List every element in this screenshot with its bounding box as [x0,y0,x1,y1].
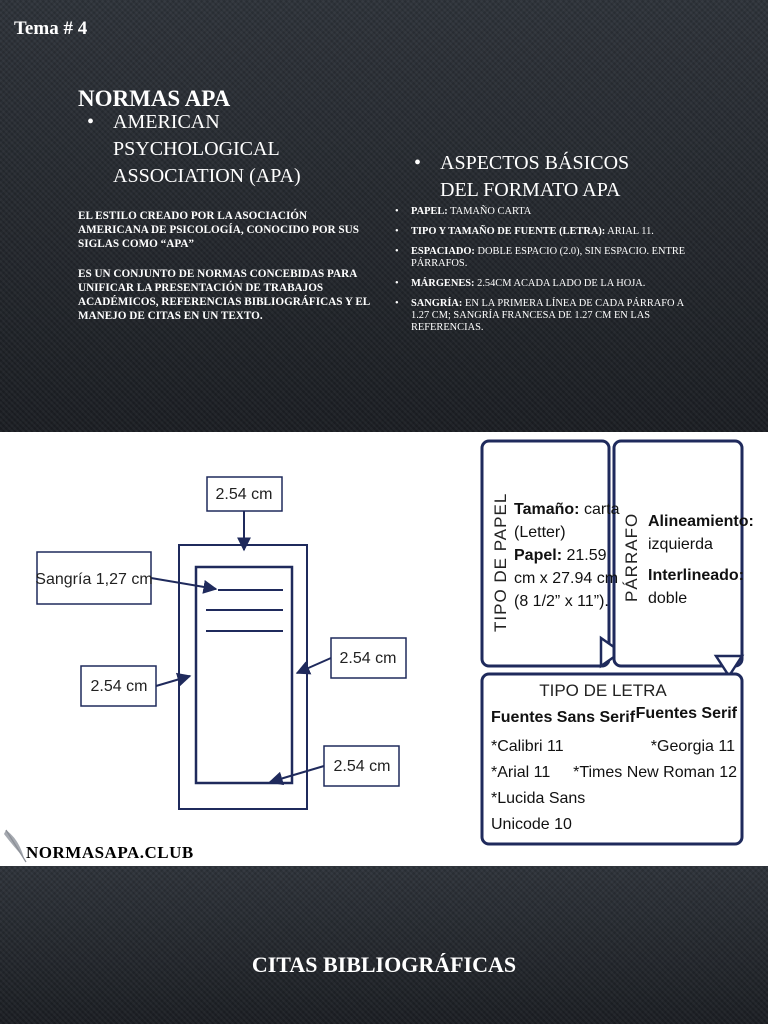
aspecto-label: SANGRÍA: [411,298,463,309]
papel-arrow-icon [599,635,624,669]
aspectos-list: • PAPEL: TAMAÑO CARTA • TIPO Y TAMAÑO DE F… [395,206,695,342]
bullet-dot-icon: • [87,111,95,133]
bullet-dot-icon: • [395,298,399,309]
aspecto-text: EN LA PRIMERA LÍNEA DE CADA PÁRRAFO A 1.… [411,298,684,333]
apa-bullet: • AMERICAN PSYCHOLOGICAL ASSOCIATION (AP… [87,109,301,190]
apa-bullet-line: PSYCHOLOGICAL [113,138,280,160]
aspecto-text: TAMAÑO CARTA [450,206,532,217]
aspecto-label: TIPO Y TAMAÑO DE FUENTE (LETRA): [411,226,606,237]
aspecto-item: • ESPACIADO: DOBLE ESPACIO (2.0), SIN ESP… [395,246,695,270]
aspecto-text: 2.54CM ACADA LADO DE LA HOJA. [477,278,646,289]
aspecto-text: ARIAL 11. [607,226,654,237]
left-margin-label: 2.54 cm [91,678,148,695]
page-margin-diagram [36,476,407,810]
bullet-dot-icon: • [395,206,399,217]
papel-line: Tamaño: carta [514,501,620,518]
alineamiento-value: izquierda [648,536,713,553]
tipo-letra-title: TIPO DE LETRA [539,681,667,700]
citas-bibliograficas-title: CITAS BIBLIOGRÁFICAS [251,952,517,977]
apa-definition-2: ES UN CONJUNTO DE NORMAS CONCEBIDAS PARA… [78,268,370,322]
sans-serif-header: Fuentes Sans Serif [491,709,636,726]
page-outline [178,544,308,810]
quill-logo-icon [4,829,27,863]
serif-header: Fuentes Serif [636,705,738,722]
sans-font-item: Unicode 10 [491,816,572,833]
right-margin-label: 2.54 cm [340,650,397,667]
sans-font-item: *Arial 11 [491,764,550,781]
info-boxes [480,439,745,846]
bullet-dot-icon: • [395,226,399,237]
apa-bullet-line: AMERICAN [113,111,220,133]
bullet-dot-icon: • [395,278,399,289]
interlineado-value: doble [648,590,687,607]
sangria-label: Sangría 1,27 cm [35,571,152,588]
left-margin-arrow [155,672,192,687]
aspecto-item: • SANGRÍA: EN LA PRIMERA LÍNEA DE CADA PÁ… [395,298,695,334]
tamano-value: carta [584,501,620,518]
aspecto-item: • TIPO Y TAMAÑO DE FUENTE (LETRA): ARIAL … [395,226,695,238]
tamano-label: Tamaño: [514,501,579,518]
papel-box [480,439,611,668]
bottom-margin-arrow [268,765,325,786]
aspectos-heading-line: ASPECTOS BÁSICOS [440,152,630,174]
tema-label: Tema # 4 [14,18,88,39]
aspecto-item: • PAPEL: TAMAÑO CARTA [395,206,695,218]
apa-definition-1: EL ESTILO CREADO POR LA ASOCIACIÓN AMERI… [78,210,359,250]
apa-bullet-line: ASSOCIATION (APA) [113,165,301,187]
sans-font-item: *Lucida Sans [491,790,585,807]
normas-apa-title: NORMAS APA [78,86,231,111]
aspecto-text: DOBLE ESPACIO (2.0), SIN ESPACIO. ENTRE … [411,246,686,269]
aspecto-item: • MÁRGENES: 2.54CM ACADA LADO DE LA HOJA. [395,278,695,290]
sans-font-item: *Calibri 11 [491,738,564,755]
letra-box [480,672,744,846]
tipo-papel-title: TIPO DE PAPEL [491,493,510,632]
aspectos-heading-line: DEL FORMATO APA [440,179,621,201]
bullet-dot-icon: • [395,246,399,257]
bottom-margin-label: 2.54 cm [334,758,391,775]
aspecto-label: ESPACIADO: [411,246,475,257]
papel-line: (8 1/2” x 11”). [514,593,609,610]
top-margin-label: 2.54 cm [216,486,273,503]
top-slide [0,0,768,432]
aspectos-heading: • ASPECTOS BÁSICOS DEL FORMATO APA [414,150,630,204]
bullet-dot-icon: • [414,152,422,174]
aspecto-label: MÁRGENES: [411,278,475,289]
papel-line: (Letter) [514,524,566,541]
right-margin-arrow [295,657,332,675]
papel-line: cm x 27.94 cm [514,570,618,587]
parrafo-box [612,439,744,668]
format-diagram: 2.54 cm Sangría 1,27 cm 2.54 cm 2.54 cm … [4,439,754,863]
parrafo-title: PÁRRAFO [622,513,641,602]
serif-font-item: *Times New Roman 12 [573,764,737,781]
text-area [194,565,294,785]
aspecto-label: PAPEL: [411,206,448,217]
papel-label: Papel: [514,547,562,564]
interlineado-label: Interlineado: [648,567,744,584]
normasapa-logo: NORMASAPA.CLUB [26,843,194,862]
bottom-slide [0,866,768,1024]
serif-font-item: *Georgia 11 [651,738,735,755]
parrafo-arrow-icon [713,654,745,679]
sangria-arrow [150,577,218,594]
alineamiento-label: Alineamiento: [648,513,754,530]
papel-line: Papel: 21.59 [514,547,607,564]
papel-value: 21.59 [566,547,606,564]
format-infographic: 2.54 cm Sangría 1,27 cm 2.54 cm 2.54 cm … [0,432,768,866]
